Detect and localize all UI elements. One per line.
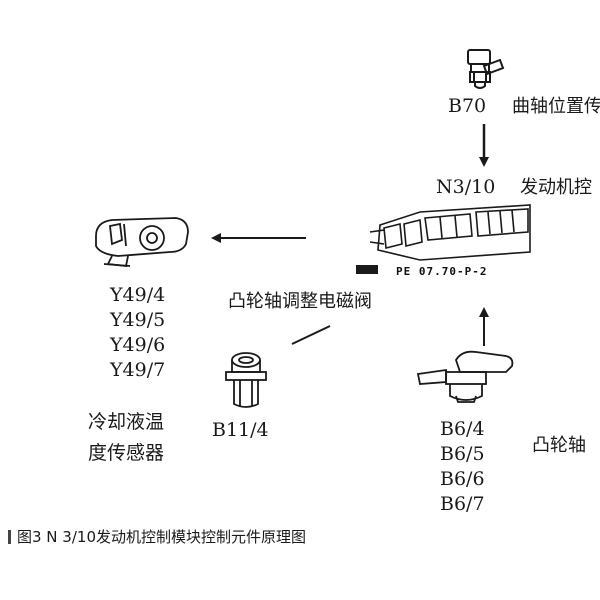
coolant-sensor-icon bbox=[225, 352, 267, 408]
y49-label: Y49/5 bbox=[110, 309, 166, 331]
camshaft-sensor-label: 凸轮轴 bbox=[532, 435, 586, 456]
y49-label: Y49/6 bbox=[110, 334, 166, 356]
leader-line bbox=[291, 325, 331, 345]
solenoid-valve-icon bbox=[95, 217, 189, 267]
b6-label: B6/7 bbox=[440, 493, 485, 515]
b11-label: B11/4 bbox=[212, 419, 269, 441]
n310-label: N3/10 bbox=[436, 176, 496, 198]
camshaft-sensor-icon bbox=[416, 350, 514, 403]
b6-label: B6/4 bbox=[440, 418, 485, 440]
engine-control-module-icon bbox=[356, 204, 531, 274]
y49-label-stack: Y49/4 Y49/5 Y49/6 Y49/7 bbox=[110, 283, 165, 383]
crankshaft-sensor-icon bbox=[467, 49, 505, 89]
camshaft-solenoid-label: 凸轮轴调整电磁阀 bbox=[228, 291, 372, 312]
b6-label-stack: B6/4 B6/5 B6/6 B6/7 bbox=[440, 417, 485, 517]
y49-label: Y49/4 bbox=[110, 284, 166, 306]
b70-description: 曲轴位置传 bbox=[512, 96, 600, 117]
y49-label: Y49/7 bbox=[110, 359, 166, 381]
caption-text: 图3 N 3/10发动机控制模块控制元件原理图 bbox=[17, 528, 306, 546]
caption-bar bbox=[8, 530, 11, 544]
figure-caption: 图3 N 3/10发动机控制模块控制元件原理图 bbox=[8, 526, 306, 547]
n310-description: 发动机控 bbox=[520, 177, 592, 198]
b6-label: B6/5 bbox=[440, 443, 485, 465]
b70-label: B70 bbox=[448, 95, 487, 117]
ecu-part-code: PE 07.70-P-2 bbox=[396, 265, 488, 278]
coolant-label-line2: 度传感器 bbox=[88, 442, 165, 464]
b6-label: B6/6 bbox=[440, 468, 485, 490]
coolant-sensor-label: 冷却液温 度传感器 bbox=[88, 410, 164, 466]
coolant-label-line1: 冷却液温 bbox=[88, 411, 165, 433]
